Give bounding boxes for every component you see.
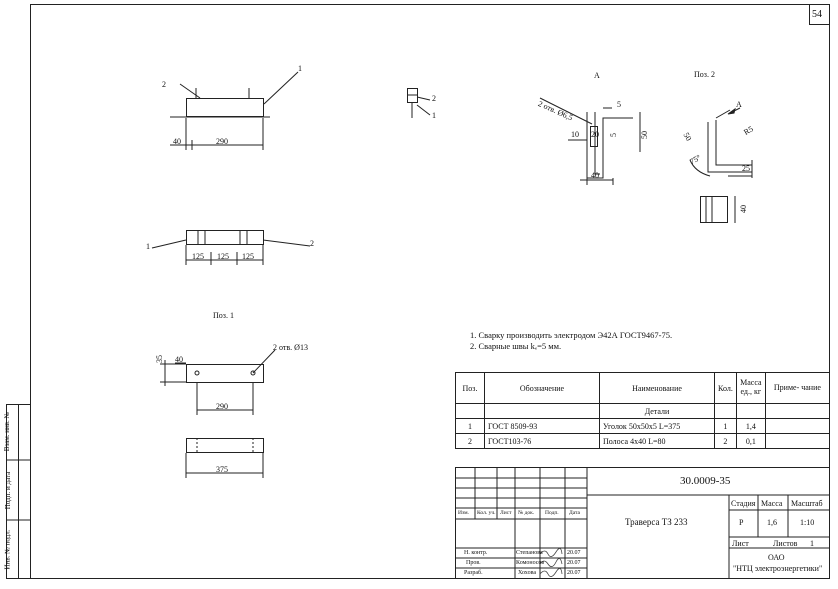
spec-cell-qty: 2 [714, 433, 737, 449]
spec-table: Поз. Обозначение Наименование Кол. Масса… [455, 372, 831, 449]
dim-10: 10 [571, 130, 579, 139]
col-header-list: Лист [500, 510, 512, 516]
spec-header-qty: Кол. [714, 372, 737, 404]
scale-value: 1:10 [800, 518, 815, 527]
dim-5-side: 5 [609, 133, 618, 137]
spec-cell-designation: ГОСТ 8509-93 [484, 418, 600, 434]
side-stamp-replace: Взам. инв. № [3, 411, 12, 452]
signer-name: Степанова [516, 550, 543, 556]
spec-header-name: Наименование [599, 372, 715, 404]
side-stamp-inventory: Инв. № подл. [3, 529, 12, 570]
dim-5-top: 5 [617, 100, 621, 109]
view-a-arrow: А [736, 100, 742, 109]
dim-125-b: 125 [217, 252, 229, 261]
dim-125-c: 125 [242, 252, 254, 261]
dim-290-pos1: 290 [216, 402, 228, 411]
spec-header-designation: Обозначение [484, 372, 600, 404]
signer-role: Пров. [466, 560, 481, 566]
sheets-label: Листов [773, 539, 798, 548]
table-row: 1 ГОСТ 8509-93 Уголок 50х50х5 L=375 1 1,… [455, 418, 831, 434]
org-line-2: "НТЦ электроэнергетики" [733, 564, 823, 573]
col-header-sign: Подп. [545, 510, 559, 516]
dim-40-pos2: 40 [739, 205, 748, 213]
signer-role: Н. контр. [464, 550, 488, 556]
spec-header-mass: Масса ед., кг [735, 372, 766, 404]
leader-2-plan: 2 [310, 239, 314, 248]
spec-cell-name: Полоса 4х40 L=80 [599, 433, 715, 449]
dim-holes-13: 2 отв. Ø13 [273, 343, 308, 352]
note-1: 1. Сварку производить электродом Э42А ГО… [470, 330, 673, 340]
document-title: Траверса ТЗ 233 [625, 517, 688, 527]
spec-cell-name: Уголок 50х50х5 L=375 [599, 418, 715, 434]
view-a-label: А [594, 71, 600, 80]
stage-header: Стадия [731, 499, 756, 508]
spec-cell-note [764, 418, 831, 434]
col-header-izm: Изм. [458, 510, 469, 516]
scale-header: Масштаб [791, 499, 823, 508]
table-row: 2 ГОСТ103-76 Полоса 4х40 L=80 2 0,1 [455, 433, 831, 449]
dim-40: 40 [173, 137, 181, 146]
spec-section: Детали [599, 403, 715, 419]
pos1-title: Поз. 1 [213, 311, 234, 320]
col-header-doc: № док. [518, 510, 535, 516]
signer-date: 20.07 [567, 560, 581, 566]
dim-50: 50 [640, 131, 649, 139]
leader-2-top: 2 [162, 80, 166, 89]
spec-cell-mass: 0,1 [735, 433, 766, 449]
dim-125-a: 125 [192, 252, 204, 261]
dim-35: 35 [155, 355, 164, 363]
org-line-1: ОАО [768, 553, 785, 562]
dim-375: 375 [216, 465, 228, 474]
spec-cell-pos: 1 [455, 418, 485, 434]
sheet-number: 54 [812, 9, 822, 20]
spec-cell-mass: 1,4 [735, 418, 766, 434]
signer-name: Хохова [518, 570, 536, 576]
signer-role: Разраб. [464, 570, 483, 576]
dim-40-pos1: 40 [175, 355, 183, 364]
leader-2-side: 2 [432, 94, 436, 103]
sheets-value: 1 [810, 539, 814, 548]
signer-date: 20.07 [567, 570, 581, 576]
side-stamp-sign-date: Подп. и дата [4, 471, 13, 510]
spec-cell-note [764, 433, 831, 449]
leader-1-top: 1 [298, 64, 302, 73]
leader-1-plan: 1 [146, 242, 150, 251]
signer-name: Комоносов [516, 560, 545, 566]
mass-header: Масса [761, 499, 783, 508]
dim-25: 25 [742, 164, 750, 173]
dim-20: 20 [591, 130, 599, 139]
spec-header-pos: Поз. [455, 372, 485, 404]
document-code: 30.0009-35 [680, 475, 731, 487]
note-2: 2. Сварные швы kₑ=5 мм. [470, 341, 562, 351]
mass-value: 1,6 [767, 518, 777, 527]
spec-header-note: Приме- чание [764, 372, 831, 404]
sheet-label: Лист [732, 539, 749, 548]
dim-290: 290 [216, 137, 228, 146]
signer-date: 20.07 [567, 550, 581, 556]
col-header-kol: Кол. уч. [477, 510, 496, 516]
col-header-date: Дата [569, 510, 580, 516]
spec-cell-qty: 1 [714, 418, 737, 434]
spec-cell-pos: 2 [455, 433, 485, 449]
spec-cell-designation: ГОСТ103-76 [484, 433, 600, 449]
leader-1-side: 1 [432, 111, 436, 120]
pos2-title: Поз. 2 [694, 70, 715, 79]
dim-40-section: 40 [591, 171, 599, 180]
stage-value: Р [739, 518, 744, 527]
